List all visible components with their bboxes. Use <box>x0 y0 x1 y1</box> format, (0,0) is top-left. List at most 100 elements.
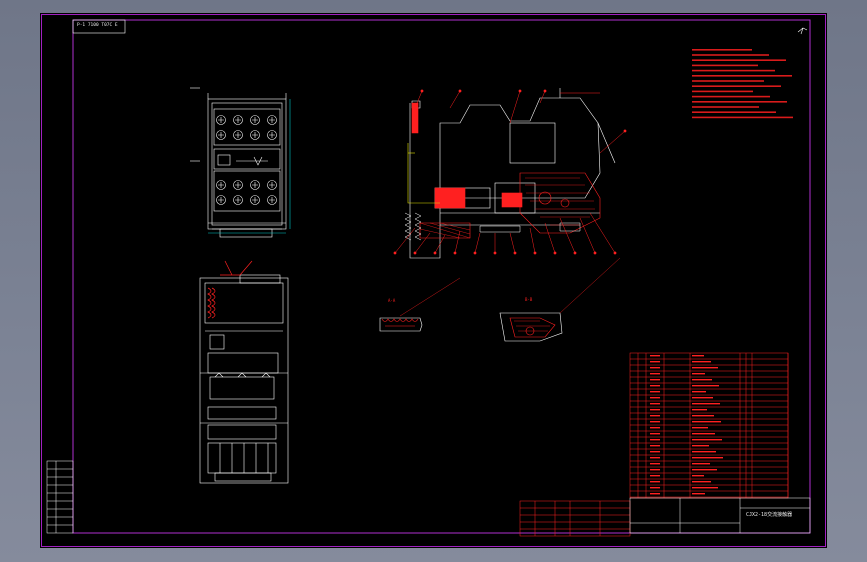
cad-drawing-viewport[interactable]: P-1 7100 T07C E A-A B-B CJX2-18交流接触器 <box>40 13 827 548</box>
note-line <box>692 49 752 51</box>
parts-cell-mark <box>650 433 660 435</box>
leader-dot <box>473 251 477 255</box>
terminal-screw <box>267 180 277 190</box>
main-section-yellow <box>407 143 440 204</box>
left-revision-block <box>46 460 74 534</box>
screw-slot <box>235 197 241 203</box>
terminal-screw <box>250 195 260 205</box>
parts-cell-mark <box>650 367 660 369</box>
screw-slot <box>235 117 241 123</box>
parts-cell-mark <box>692 421 721 423</box>
revision-table-frame <box>519 500 631 537</box>
note-line <box>692 54 769 56</box>
parts-cell-mark <box>650 373 660 375</box>
note-line <box>692 111 776 113</box>
parts-cell-mark <box>692 451 716 453</box>
terminal-screw <box>216 195 226 205</box>
parts-cell-mark <box>692 403 720 405</box>
parts-cell-mark <box>650 415 660 417</box>
parts-cell-mark <box>692 355 704 357</box>
terminal-screw <box>216 180 226 190</box>
north-mark <box>797 27 808 35</box>
terminal-screw <box>267 195 277 205</box>
parts-cell-mark <box>692 385 719 387</box>
parts-cell-mark <box>692 487 718 489</box>
leader-dot <box>613 251 617 255</box>
leader-dot <box>453 251 457 255</box>
terminal-screw <box>250 115 260 125</box>
screw-slot <box>252 117 258 123</box>
note-line <box>692 106 759 108</box>
leader-line <box>529 227 536 254</box>
terminal-screw <box>233 130 243 140</box>
note-line <box>692 101 787 103</box>
parts-cell-mark <box>650 487 660 489</box>
parts-cell-mark <box>650 379 660 381</box>
parts-cell-mark <box>650 457 660 459</box>
technical-notes <box>692 49 793 119</box>
parts-cell-mark <box>650 391 660 393</box>
parts-cell-mark <box>650 439 660 441</box>
screw-slot <box>252 132 258 138</box>
screw-slot <box>269 197 275 203</box>
internal-view <box>199 274 289 484</box>
note-line <box>692 64 758 67</box>
screw-slot <box>269 117 275 123</box>
leader-line <box>509 90 521 124</box>
terminal-screw <box>216 115 226 125</box>
parts-cell-mark <box>650 493 660 495</box>
note-line <box>692 59 786 61</box>
leader-line <box>509 232 516 254</box>
screw-slot <box>218 182 224 188</box>
leader-line <box>434 234 446 254</box>
parts-cell-mark <box>650 409 660 411</box>
leader-lines <box>393 89 627 255</box>
revision-tables <box>519 500 631 537</box>
leader-line <box>414 232 431 254</box>
header-code-box <box>72 19 126 34</box>
parts-cell-mark <box>650 397 660 399</box>
terminal-screw <box>233 180 243 190</box>
screw-slot <box>218 117 224 123</box>
parts-cell-mark <box>692 439 722 441</box>
parts-cell-mark <box>692 379 712 381</box>
screw-slot <box>269 182 275 188</box>
screw-slot <box>252 182 258 188</box>
parts-list <box>629 352 789 499</box>
parts-cell-mark <box>692 361 711 363</box>
note-line <box>692 90 753 93</box>
parts-cell-mark <box>692 475 704 477</box>
parts-cell-mark <box>650 463 660 465</box>
inner-border <box>72 19 811 534</box>
leader-line <box>559 217 576 254</box>
parts-cell-mark <box>692 433 715 435</box>
leader-dot <box>413 251 417 255</box>
terminal-screw <box>216 130 226 140</box>
note-line <box>692 69 775 72</box>
parts-cell-mark <box>692 445 709 447</box>
internal-view-section <box>207 260 253 319</box>
parts-cell-mark <box>692 457 723 459</box>
parts-cell-mark <box>692 463 710 465</box>
terminal-screw <box>233 195 243 205</box>
front-view <box>190 87 291 238</box>
screw-slot <box>269 132 275 138</box>
parts-cell-mark <box>692 373 705 375</box>
terminal-screw <box>267 130 277 140</box>
leader-dot <box>623 129 627 133</box>
parts-cell-mark <box>692 409 707 411</box>
leader-line <box>474 232 481 254</box>
parts-cell-mark <box>692 397 713 399</box>
screw-slot <box>252 197 258 203</box>
leader-dot <box>543 89 547 93</box>
parts-cell-mark <box>650 361 660 363</box>
screw-slot <box>235 182 241 188</box>
note-line <box>692 116 793 119</box>
section-label-a: A-A <box>388 298 396 303</box>
detail-b <box>499 257 621 342</box>
leader-line <box>454 230 461 254</box>
parts-cell-mark <box>692 493 705 495</box>
leader-dot <box>593 251 597 255</box>
terminal-screw <box>233 115 243 125</box>
parts-cell-mark <box>692 427 708 429</box>
